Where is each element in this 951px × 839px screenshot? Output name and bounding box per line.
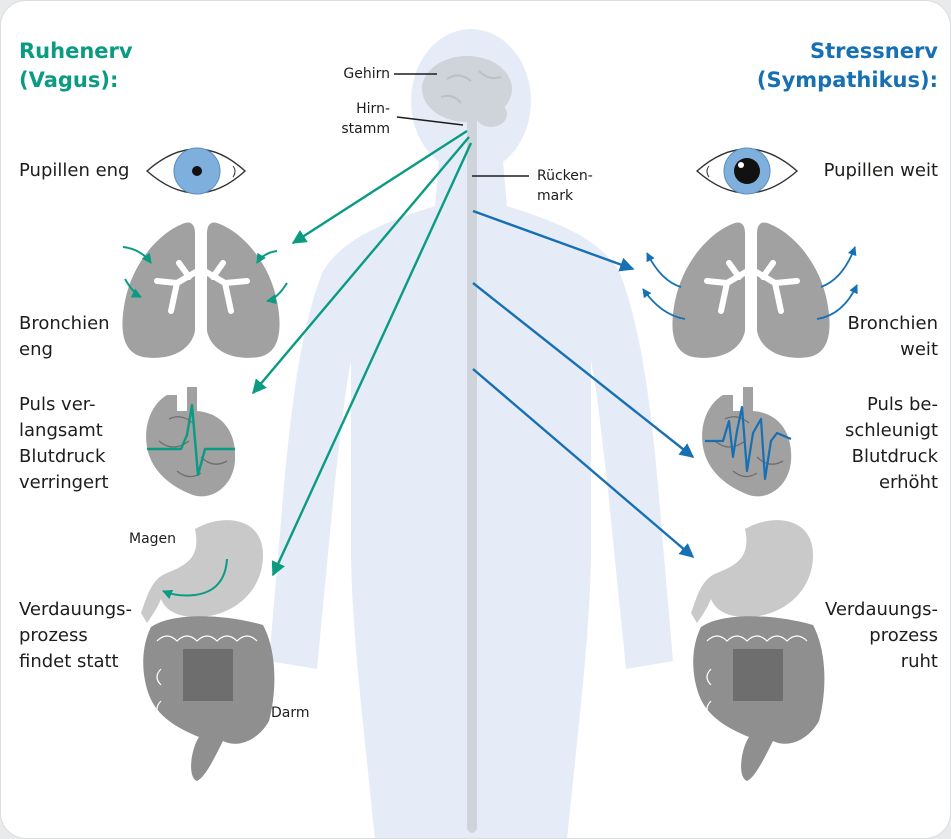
label-brainstem: Hirn- stamm [341,99,390,139]
label-spinal-cord: Rücken- mark [537,166,593,206]
stomach-icon-right [691,520,813,623]
intestine-icon-left [143,616,274,781]
heart-icon-right [702,387,791,496]
lungs-icon-right [643,222,857,357]
label-bronchi-narrow: Bronchien eng [19,311,110,363]
label-intestine: Darm [271,703,310,723]
label-brain: Gehirn [343,64,390,84]
heading-sympathikus: Stressnerv (Sympathikus): [757,37,938,95]
heart-icon-left [146,387,235,496]
label-pulse-slow: Puls ver- langsamt Blutdruck verringert [19,392,109,496]
label-bronchi-wide: Bronchien weit [847,311,938,363]
label-stomach: Magen [129,529,176,549]
intestine-icon-right [693,616,824,781]
eye-icon-left [147,148,245,194]
spinal-cord [467,119,477,833]
lungs-icon-left [122,222,287,357]
label-digestion-active: Verdauungs- prozess findet statt [19,597,132,675]
heading-vagus: Ruhenerv (Vagus): [19,37,133,95]
label-pupils-narrow: Pupillen eng [19,158,130,184]
label-pulse-fast: Puls be- schleunigt Blutdruck erhöht [845,392,938,496]
eye-icon-right [697,148,797,194]
label-pupils-wide: Pupillen weit [824,158,938,184]
label-digestion-resting: Verdauungs- prozess ruht [825,597,938,675]
